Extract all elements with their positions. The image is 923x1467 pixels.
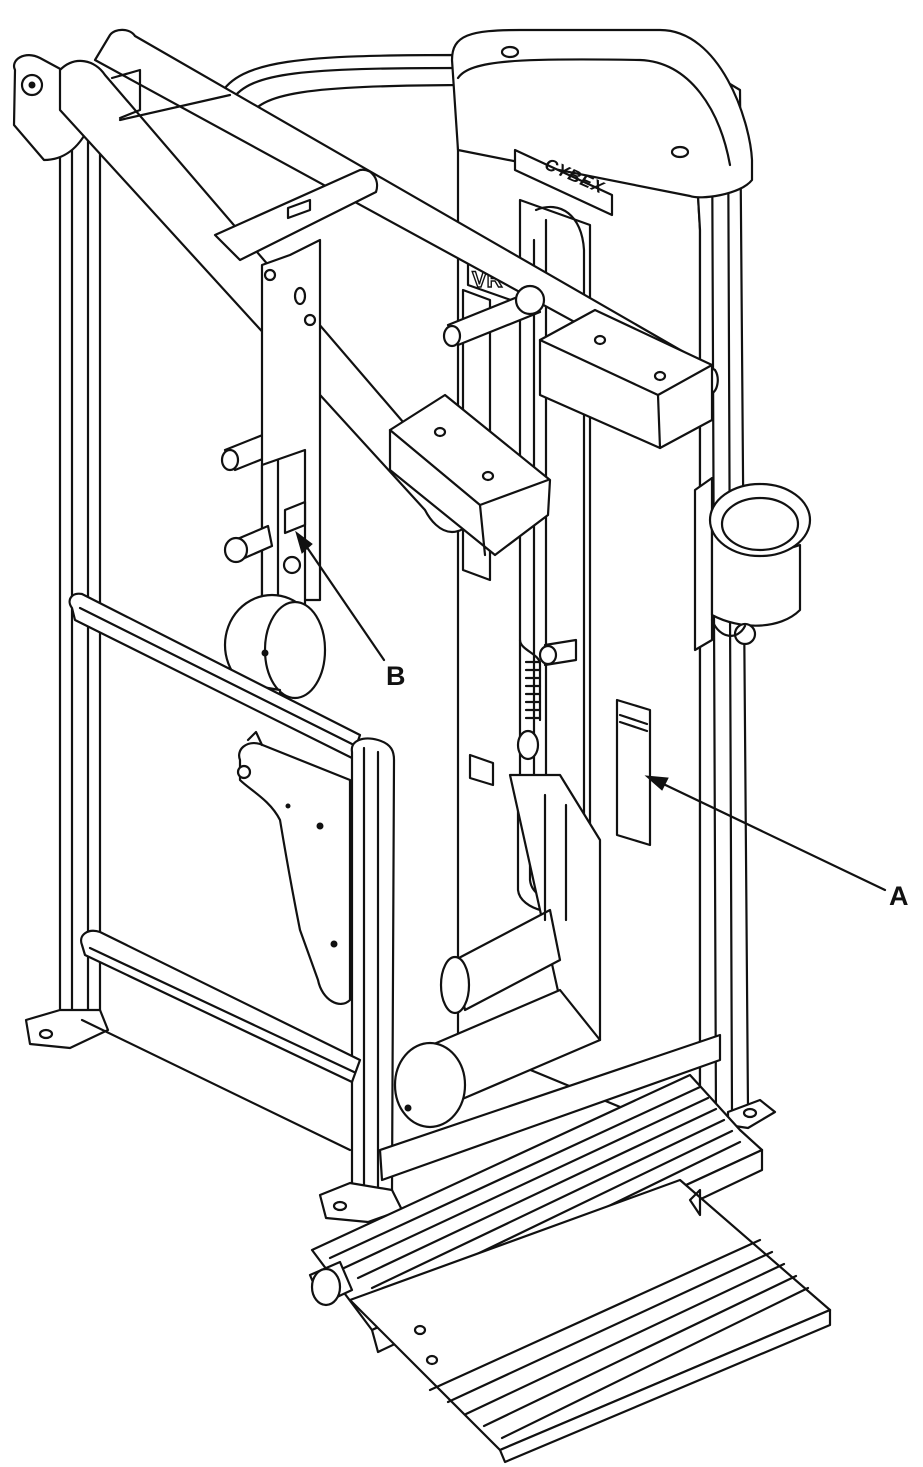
callout-a-arrowhead [644,775,669,791]
callout-a: A [644,775,909,911]
left-rear-frame [24,53,462,1050]
brand-plate [513,148,614,217]
foot-roller [378,773,722,1182]
callout-b-leader [300,538,386,662]
bottom-bar [80,929,362,1152]
callout-a-leader [653,778,887,892]
callout-a-label: A [889,881,909,911]
carriage-plate [236,730,352,1005]
adjustment-label [283,500,307,535]
callout-b-arrowhead [295,530,313,554]
front-post [318,737,404,1224]
shoulder-pad-right [538,308,714,450]
shoulder-pad-left [388,393,552,557]
instruction-placard [615,698,652,847]
callout-b-label: B [386,661,406,691]
cup-holder [693,476,812,652]
pop-pin-knob [223,536,249,564]
callout-b: B [295,530,406,691]
adjustment-column [223,238,322,617]
foot-platform [308,1073,832,1464]
platform-knob [310,1267,342,1307]
